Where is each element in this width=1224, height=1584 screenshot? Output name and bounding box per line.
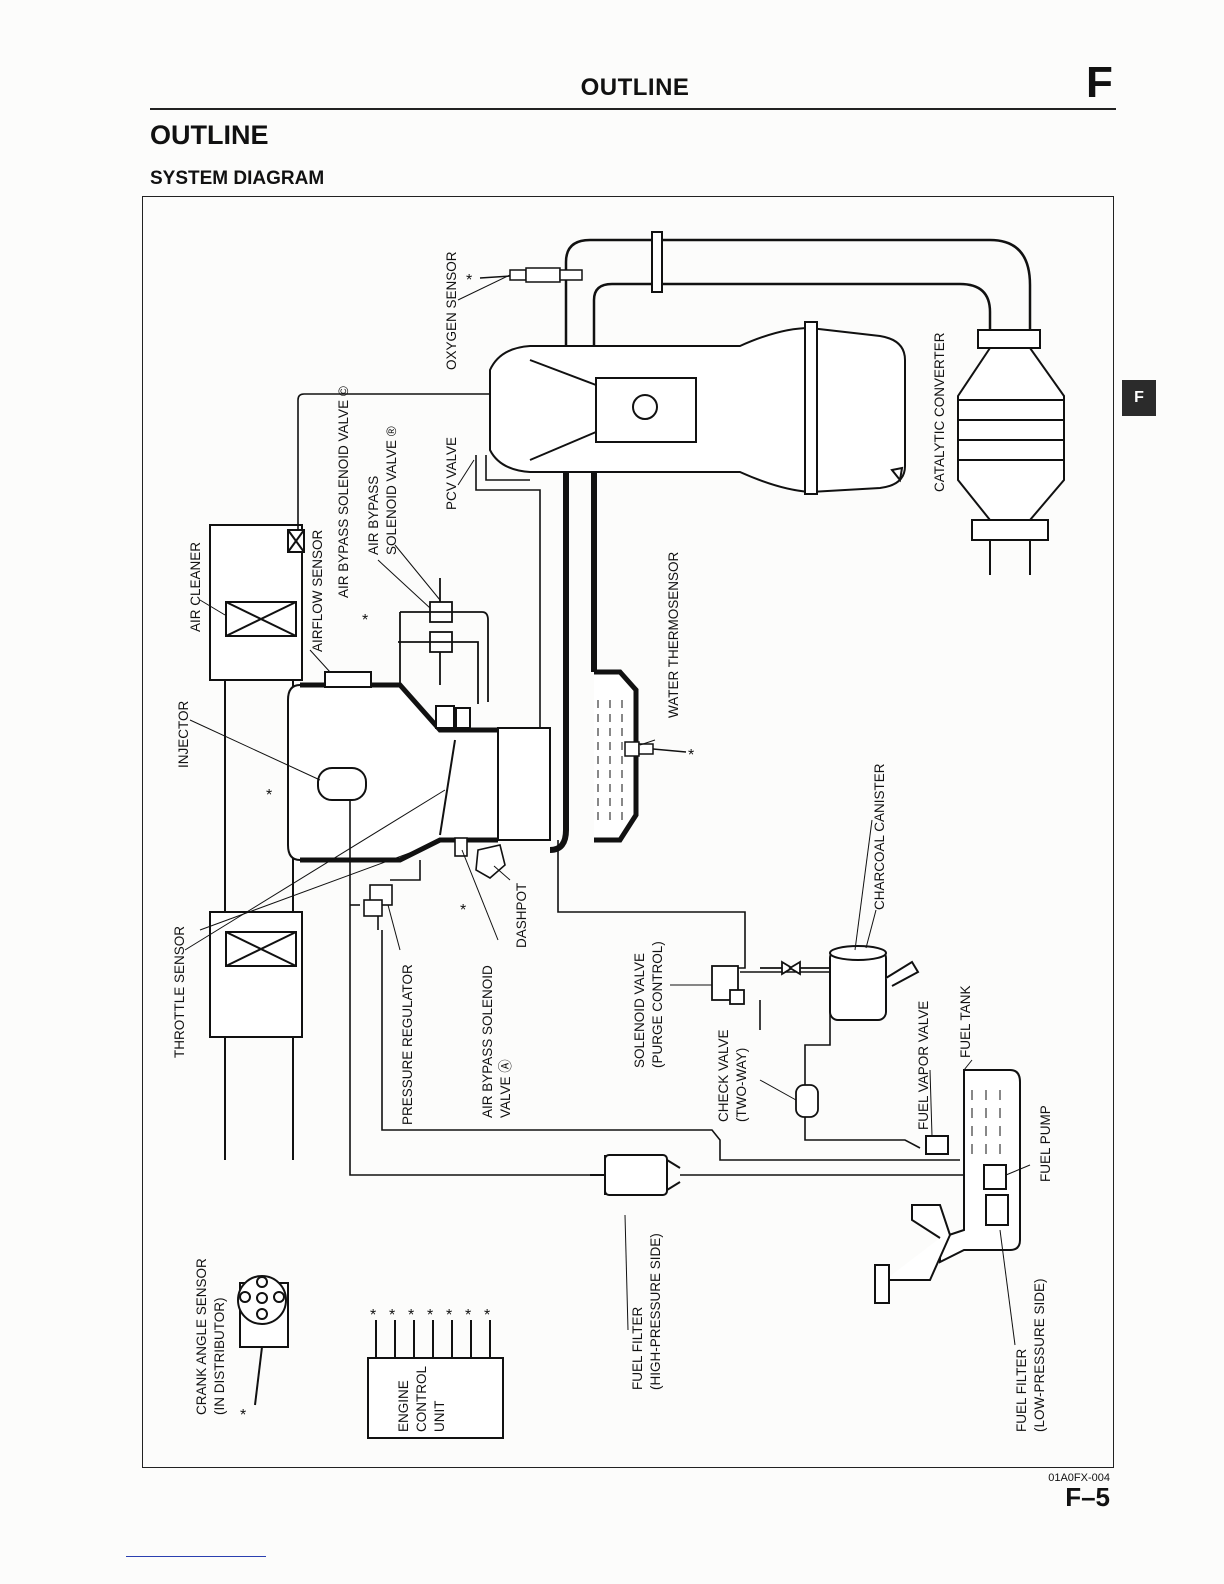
label-ecu-line1: ENGINE	[396, 1380, 411, 1432]
label-pressure-regulator: PRESSURE REGULATOR	[400, 964, 415, 1125]
figure-code: 01A0FX-004	[1048, 1472, 1110, 1484]
label-solenoid-valve-line2: (PURGE CONTROL)	[650, 941, 665, 1068]
label-throttle-sensor: THROTTLE SENSOR	[172, 926, 187, 1058]
throttle-body	[287, 671, 551, 863]
label-dashpot: DASHPOT	[514, 883, 529, 948]
label-air-bypass-a-line2: VALVE Ⓐ	[498, 1059, 513, 1118]
water-thermosensor	[624, 741, 687, 757]
water-jacket	[549, 472, 639, 853]
leader-lines	[184, 274, 1031, 1346]
label-air-cleaner: AIR CLEANER	[188, 542, 203, 632]
star-marker: *	[688, 747, 694, 764]
label-fuel-filter-hp-line2: (HIGH-PRESSURE SIDE)	[648, 1233, 663, 1390]
component-labels: OXYGEN SENSOR AIR BYPASS SOLENOID VALVE …	[172, 251, 1053, 1432]
fuel-filter-high-pressure	[590, 1154, 681, 1196]
engine-control-unit	[367, 1320, 504, 1439]
header-title: OUTLINE	[580, 74, 690, 101]
star-marker: *	[389, 1307, 395, 1324]
star-marker: *	[408, 1307, 414, 1324]
label-crank-angle-line2: (IN DISTRIBUTOR)	[212, 1298, 227, 1416]
label-ecu-line2: CONTROL	[414, 1366, 429, 1432]
star-marker: *	[240, 1407, 246, 1424]
pressure-regulator	[363, 884, 393, 930]
label-pcv-valve: PCV VALVE	[444, 437, 459, 510]
label-oxygen-sensor: OXYGEN SENSOR	[444, 251, 459, 370]
fuel-tank	[874, 1069, 1021, 1304]
label-water-thermosensor: WATER THERMOSENSOR	[666, 551, 681, 718]
label-check-valve-line2: (TWO-WAY)	[734, 1048, 749, 1122]
purge-control-solenoid-valve	[711, 960, 830, 1005]
air-bypass-solenoid-valves-bc	[398, 578, 489, 704]
label-fuel-filter-hp-line1: FUEL FILTER	[630, 1306, 645, 1390]
section-heading: OUTLINE	[150, 120, 269, 150]
header-rule	[150, 108, 1116, 110]
label-solenoid-valve-line1: SOLENOID VALVE	[632, 953, 647, 1068]
section-letter: F	[1086, 58, 1113, 107]
page-number: F–5	[1065, 1482, 1110, 1512]
section-subheading: SYSTEM DIAGRAM	[150, 168, 325, 189]
engine-cylinder	[489, 321, 906, 495]
label-ecu-line3: UNIT	[432, 1401, 447, 1433]
label-fuel-tank: FUEL TANK	[958, 985, 973, 1058]
charcoal-canister	[829, 945, 920, 1021]
label-air-bypass-a-line1: AIR BYPASS SOLENOID	[480, 965, 495, 1118]
bottom-link-underline[interactable]	[126, 1556, 266, 1557]
label-airflow-sensor: AIRFLOW SENSOR	[310, 529, 325, 652]
label-air-bypass-b-line2: SOLENOID VALVE ®	[384, 426, 399, 555]
label-injector: INJECTOR	[176, 700, 191, 768]
star-marker: *	[465, 1307, 471, 1324]
label-catalytic-converter: CATALYTIC CONVERTER	[932, 332, 947, 492]
dashpot	[454, 837, 506, 879]
section-side-tab[interactable]: F	[1122, 380, 1156, 416]
star-marker: *	[466, 272, 472, 289]
oxygen-sensor	[479, 267, 583, 283]
label-crank-angle-line1: CRANK ANGLE SENSOR	[194, 1258, 209, 1415]
label-fuel-vapor-valve: FUEL VAPOR VALVE	[916, 1001, 931, 1130]
check-valve	[795, 1084, 819, 1118]
star-marker: *	[266, 787, 272, 804]
star-marker: *	[370, 1307, 376, 1324]
catalytic-converter	[957, 329, 1065, 575]
signal-markers: * * * * * * * * * * * * *	[240, 272, 694, 1424]
label-fuel-filter-lp-line1: FUEL FILTER	[1014, 1348, 1029, 1432]
label-fuel-pump: FUEL PUMP	[1038, 1105, 1053, 1182]
label-fuel-filter-lp-line2: (LOW-PRESSURE SIDE)	[1032, 1278, 1047, 1432]
star-marker: *	[460, 902, 466, 919]
star-marker: *	[484, 1307, 490, 1324]
diagram-frame	[142, 196, 1114, 1468]
label-air-bypass-c: AIR BYPASS SOLENOID VALVE ©	[336, 386, 351, 598]
label-charcoal-canister: CHARCOAL CANISTER	[872, 763, 887, 910]
label-air-bypass-b-line1: AIR BYPASS	[366, 476, 381, 555]
star-marker: *	[362, 612, 368, 629]
label-check-valve-line1: CHECK VALVE	[716, 1029, 731, 1122]
star-marker: *	[446, 1307, 452, 1324]
air-cleaner	[209, 524, 305, 1160]
crank-angle-sensor	[237, 1275, 289, 1406]
star-marker: *	[427, 1307, 433, 1324]
